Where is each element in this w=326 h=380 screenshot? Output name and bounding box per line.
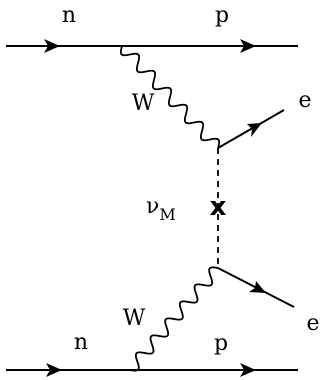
neutrino-subscript: M xyxy=(159,205,175,224)
bottom-right-particle-label: p xyxy=(214,331,228,356)
upper-w-boson-label: W xyxy=(132,91,155,116)
top-right-arrow-icon xyxy=(240,39,256,53)
lower-w-boson-line xyxy=(129,266,219,372)
top-right-particle-label: p xyxy=(215,3,229,28)
bottom-right-arrow-icon xyxy=(240,363,256,377)
upper-electron-line xyxy=(217,109,285,149)
neutrino-label: νM xyxy=(146,194,176,224)
lower-electron-label: e xyxy=(306,311,319,336)
bottom-left-arrow-icon xyxy=(46,363,62,377)
lower-w-boson-label: W xyxy=(123,306,146,331)
bottom-nucleon-line xyxy=(6,363,298,377)
upper-electron-label: e xyxy=(298,88,311,113)
upper-electron-arrow-icon xyxy=(247,123,262,137)
neutrino-symbol: ν xyxy=(146,194,159,219)
lower-electron-line xyxy=(217,267,295,308)
top-left-arrow-icon xyxy=(44,39,60,53)
top-left-particle-label: n xyxy=(62,3,76,28)
mass-insertion-marker: x xyxy=(210,192,227,222)
top-nucleon-line xyxy=(6,39,298,53)
lower-electron-arrow-icon xyxy=(249,281,266,293)
upper-w-boson-line xyxy=(119,45,221,149)
bottom-left-particle-label: n xyxy=(74,330,88,355)
